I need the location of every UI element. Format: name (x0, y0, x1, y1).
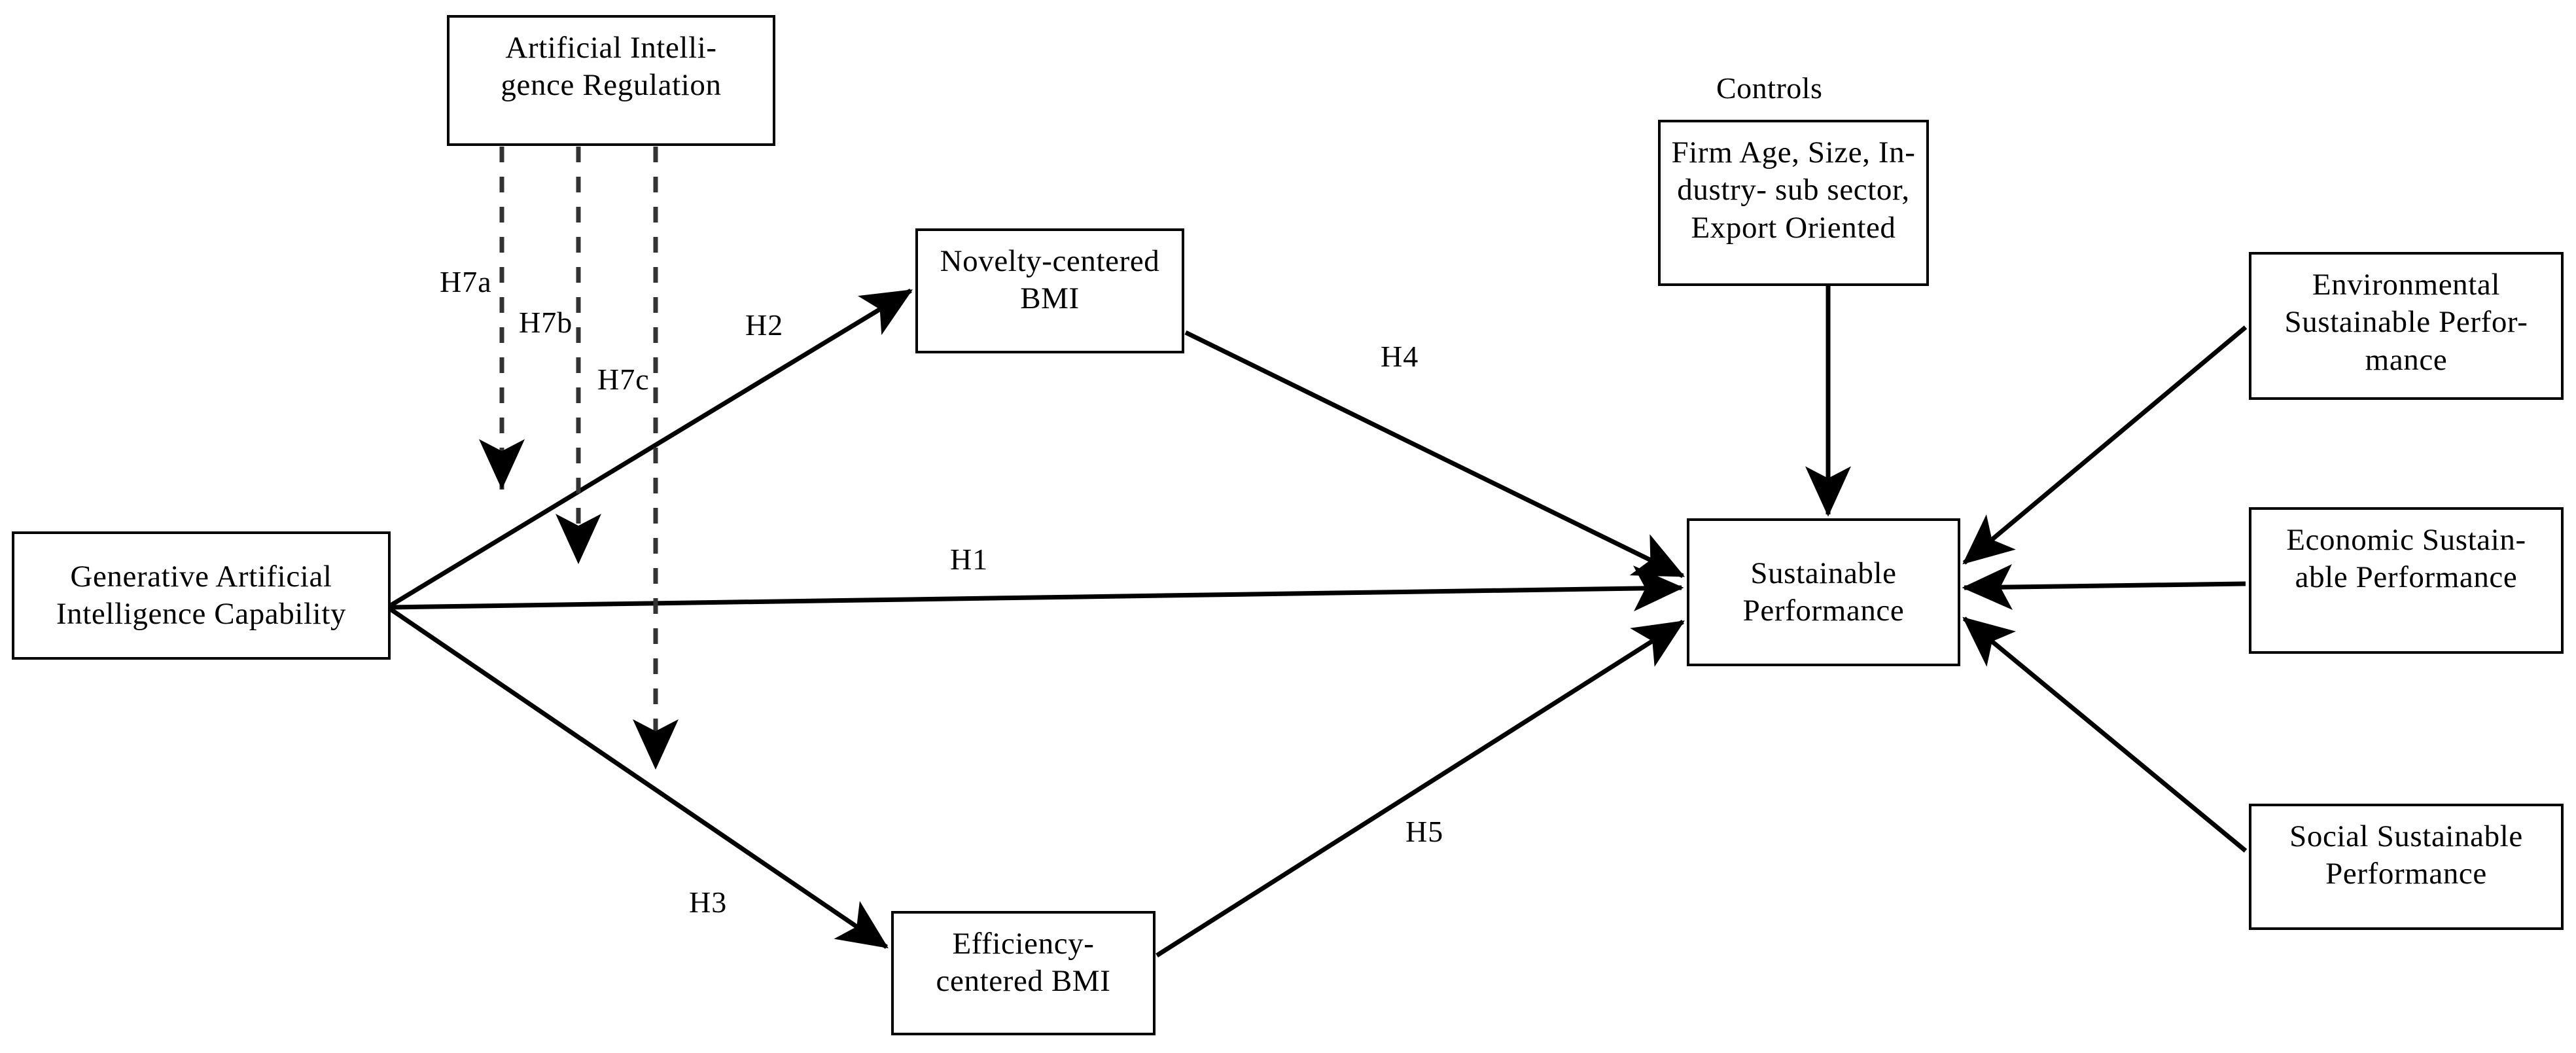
node-generative-ai-capability[interactable]: Generative Artificial Intelligence Capab… (12, 531, 391, 660)
path-H5 (1156, 620, 1685, 957)
node-economic-sustainable-performance[interactable]: Economic Sustain- able Performance (2249, 507, 2564, 654)
path-H1 (390, 565, 1684, 612)
node-novelty-centered-bmi[interactable]: Novelty-centered BMI (915, 228, 1184, 353)
path-env-link (1962, 325, 2248, 565)
path-eco-link (1962, 563, 2246, 610)
path-label-H7c: H7c (597, 363, 650, 396)
node-ai-regulation-label: Artificial Intelli- gence Regulation (501, 31, 722, 103)
path-label-H2: H2 (745, 308, 784, 342)
node-efficiency-centered-bmi-label: Efficiency- centered BMI (936, 927, 1111, 999)
node-controls-label: Firm Age, Size, In- dustry- sub sector, … (1671, 135, 1916, 245)
path-label-H5: H5 (1405, 815, 1444, 848)
node-economic-sustainable-performance-label: Economic Sustain- able Performance (2286, 523, 2526, 595)
path-H2 (389, 289, 913, 607)
node-environmental-sustainable-performance[interactable]: Environmental Sustainable Perfor- mance (2249, 252, 2564, 400)
node-efficiency-centered-bmi[interactable]: Efficiency- centered BMI (891, 911, 1156, 1035)
path-label-H3: H3 (689, 885, 728, 919)
node-controls[interactable]: Firm Age, Size, In- dustry- sub sector, … (1658, 120, 1929, 286)
path-H3 (389, 607, 889, 949)
node-generative-ai-capability-label: Generative Artificial Intelligence Capab… (56, 559, 347, 631)
node-social-sustainable-performance-label: Social Sustainable Performance (2289, 819, 2523, 891)
path-H4 (1184, 330, 1685, 579)
node-ai-regulation[interactable]: Artificial Intelli- gence Regulation (447, 15, 775, 146)
controls-caption: Controls (1716, 71, 1822, 105)
path-label-H4: H4 (1381, 340, 1419, 373)
node-environmental-sustainable-performance-label: Environmental Sustainable Perfor- mance (2284, 268, 2528, 377)
node-sustainable-performance-label: Sustainable Performance (1742, 556, 1905, 628)
controls-caption-label: Controls (1716, 71, 1823, 105)
path-label-H1: H1 (950, 543, 989, 576)
path-label-H7b: H7b (519, 306, 573, 339)
node-social-sustainable-performance[interactable]: Social Sustainable Performance (2249, 804, 2564, 930)
path-soc-link (1962, 616, 2248, 853)
node-novelty-centered-bmi-label: Novelty-centered BMI (940, 244, 1160, 316)
node-sustainable-performance[interactable]: Sustainable Performance (1687, 518, 1960, 666)
path-label-H7a: H7a (440, 265, 492, 298)
